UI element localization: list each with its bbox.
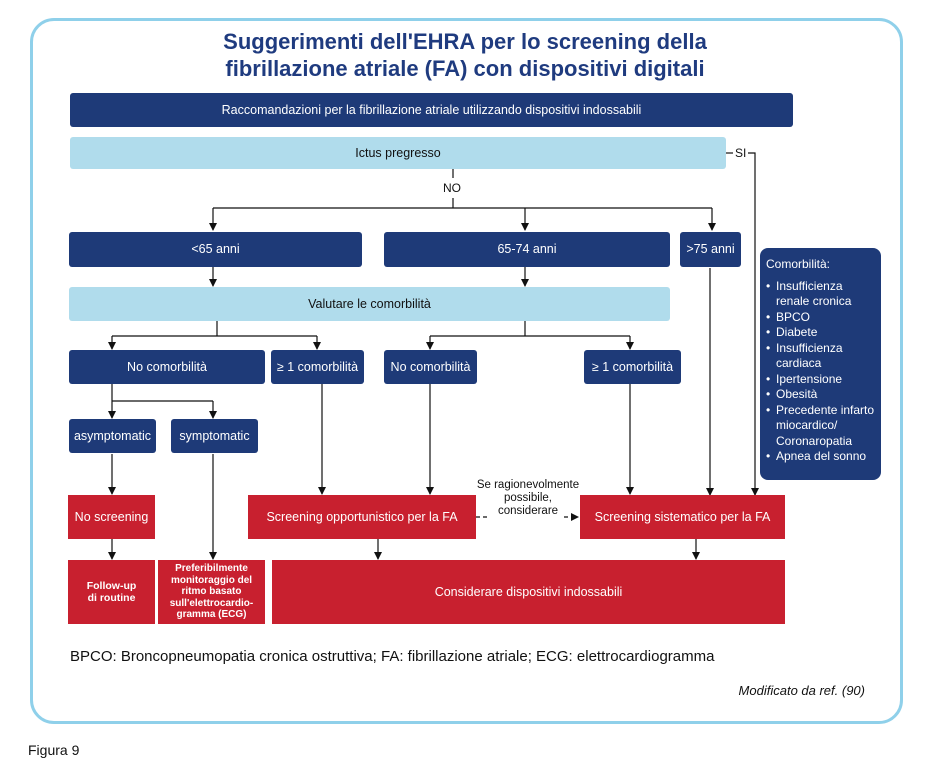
comorbidity-item: Obesità xyxy=(766,387,875,403)
comorbidities-list: Insufficienza renale cronica BPCO Diabet… xyxy=(766,279,875,465)
wearables-box: Considerare dispositivi indossabili xyxy=(272,560,785,624)
abbreviations-footnote: BPCO: Broncopneumopatia cronica ostrutti… xyxy=(70,648,715,665)
age-65-74-box: 65-74 anni xyxy=(384,232,670,267)
comorbidity-item: Insufficienza renale cronica xyxy=(766,279,875,310)
reasonable-line-1: Se ragionevolmente xyxy=(476,479,580,491)
comorbidity-box-middle: ≥ 1 comorbilità xyxy=(584,350,681,384)
reasonable-line-2: possibile, xyxy=(504,492,552,504)
comorbidity-item: BPCO xyxy=(766,310,875,326)
no-comorbidity-box-middle: No comorbilità xyxy=(384,350,477,384)
comorbidity-item: Diabete xyxy=(766,325,875,341)
followup-line-2: di routine xyxy=(87,592,136,604)
opportunistic-screening-box: Screening opportunistico per la FA xyxy=(248,495,476,539)
comorbidities-list-box: Comorbilità: Insufficienza renale cronic… xyxy=(760,248,881,480)
asymptomatic-box: asymptomatic xyxy=(69,419,156,453)
no-comorbidity-box-young: No comorbilità xyxy=(69,350,265,384)
followup-box: Follow-up di routine xyxy=(68,560,155,624)
title-line-1: Suggerimenti dell'EHRA per lo screening … xyxy=(223,29,707,54)
systematic-screening-box: Screening sistematico per la FA xyxy=(580,495,785,539)
age-under-65-box: <65 anni xyxy=(69,232,362,267)
followup-line-1: Follow-up xyxy=(86,580,137,592)
ecg-line-5: gramma (ECG) xyxy=(176,609,247,621)
comorbidity-box-young: ≥ 1 comorbilità xyxy=(271,350,364,384)
figure-frame xyxy=(30,18,903,724)
age-over-75-box: >75 anni xyxy=(680,232,741,267)
figure-title: Suggerimenti dell'EHRA per lo screening … xyxy=(40,28,890,82)
ecg-line-3: ritmo basato xyxy=(181,586,242,598)
reasonable-note: Se ragionevolmente possibile, considerar… xyxy=(468,479,588,518)
ecg-line-2: monitoraggio del xyxy=(170,574,253,586)
ecg-monitoring-box: Preferibilmente monitoraggio del ritmo b… xyxy=(158,560,265,624)
symptomatic-box: symptomatic xyxy=(171,419,258,453)
comorbidities-title: Comorbilità: xyxy=(766,257,831,271)
source-note: Modificato da ref. (90) xyxy=(738,683,865,698)
yes-label: SI xyxy=(735,146,747,160)
reasonable-line-3: considerare xyxy=(497,505,559,517)
prior-stroke-box: Ictus pregresso xyxy=(70,137,726,169)
comorbidity-item: Ipertensione xyxy=(766,372,875,388)
ecg-line-4: sull'elettrocardio- xyxy=(169,597,254,609)
header-box: Raccomandazioni per la fibrillazione atr… xyxy=(70,93,793,127)
comorbidity-item: Apnea del sonno xyxy=(766,449,875,465)
figure-label: Figura 9 xyxy=(28,742,80,758)
no-screening-box: No screening xyxy=(68,495,155,539)
ecg-line-1: Preferibilmente xyxy=(175,563,248,575)
evaluate-comorbidities-box: Valutare le comorbilità xyxy=(69,287,670,321)
no-label: NO xyxy=(443,181,461,195)
comorbidity-item: Precedente infarto miocardico/ Coronarop… xyxy=(766,403,875,450)
title-line-2: fibrillazione atriale (FA) con dispositi… xyxy=(225,56,705,81)
comorbidity-item: Insufficienza cardiaca xyxy=(766,341,875,372)
